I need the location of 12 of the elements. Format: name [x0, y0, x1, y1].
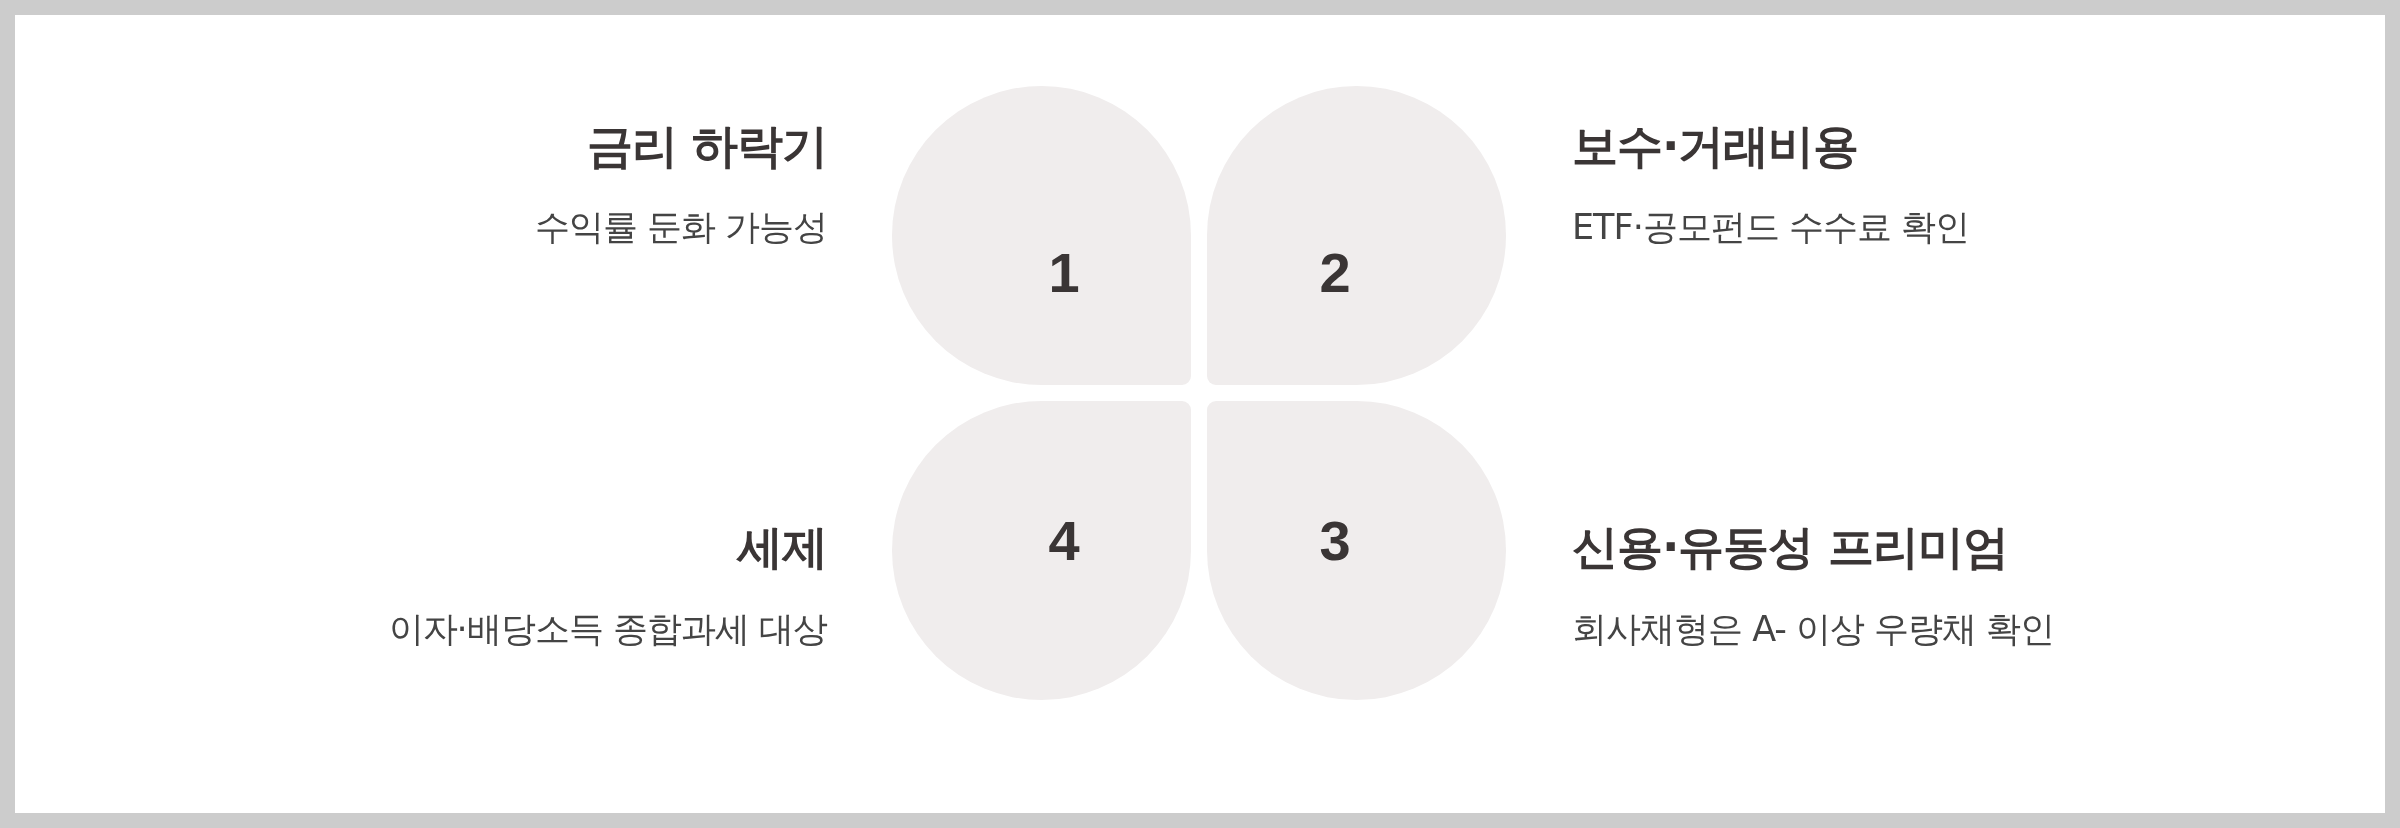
step-number: 4 [1048, 507, 1080, 573]
item-heading: 보수·거래비용 [1572, 118, 1859, 175]
item-description: 수익률 둔화 가능성 [534, 205, 827, 249]
item-heading: 세제 [737, 519, 827, 576]
step-number: 1 [1048, 239, 1080, 305]
item-description: ETF·공모펀드 수수료 확인 [1572, 205, 1969, 249]
step-number: 2 [1319, 239, 1351, 305]
step-number: 3 [1319, 507, 1351, 573]
item-heading: 신용·유동성 프리미엄 [1572, 519, 2009, 576]
item-heading: 금리 하락기 [587, 118, 827, 175]
item-description: 회사채형은 A- 이상 우량채 확인 [1572, 607, 2055, 651]
item-description: 이자·배당소득 종합과세 대상 [388, 607, 827, 651]
